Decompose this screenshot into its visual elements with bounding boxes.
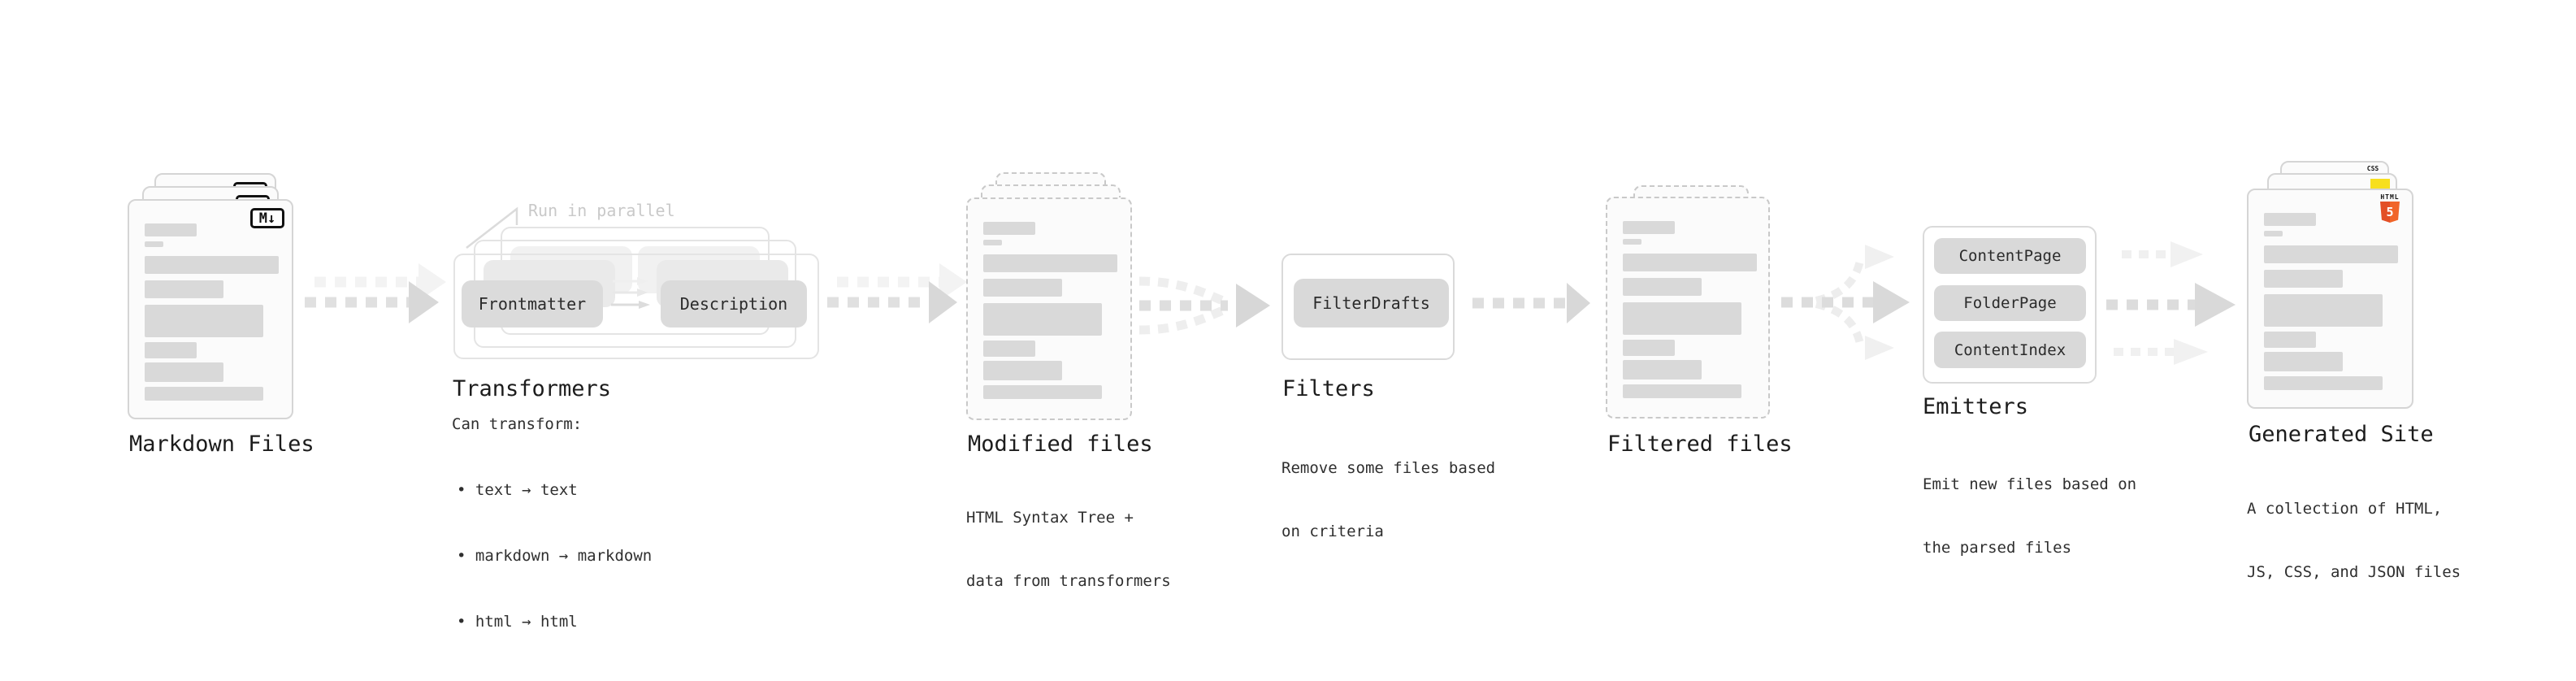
bullet-item: • text → text [457,481,578,499]
skeleton-bar [983,385,1102,399]
bullet-item: • markdown → markdown [457,547,653,565]
skeleton-bar [2264,376,2383,390]
skeleton-bar [1623,278,1702,296]
markdown-icon: M↓ [250,208,284,228]
skeleton-bar [2264,332,2316,348]
emitters-label: Emitters [1923,394,2029,419]
js-icon [2370,179,2390,189]
transformers-note-title: Can transform: [452,415,583,433]
markdown-file-card-front: M↓ [128,199,293,419]
markdown-files-label: Markdown Files [129,432,314,457]
contentindex-emitter: ContentIndex [1934,332,2086,368]
arrow-markdown-to-transformers [305,263,446,323]
contentpage-emitter: ContentPage [1934,238,2086,274]
emitters-note: Emit new files based on the parsed files [1923,475,2137,557]
arrow-filtered-to-emitters [1781,245,1910,360]
modified-file-card-front [966,197,1132,420]
skeleton-bar [2264,245,2398,263]
skeleton-bar [145,387,263,401]
skeleton-bar [1623,340,1675,356]
bullet-item: • html → html [457,613,578,631]
skeleton-bar [2264,294,2383,327]
filters-label: Filters [1282,376,1375,401]
arrow-transformers-to-modified [827,263,967,323]
skeleton-bar [983,361,1062,380]
generated-site-label: Generated Site [2249,422,2434,447]
skeleton-bar [983,279,1062,297]
skeleton-bar [2264,270,2343,288]
generated-file-card-front: HTML 5 [2247,189,2413,409]
skeleton-bar [1623,302,1741,335]
transformer-box-front [453,254,819,359]
html5-icon: HTML 5 [2379,193,2401,223]
skeleton-bar [145,362,223,382]
skeleton-bar [145,305,263,337]
skeleton-bar [1623,360,1702,380]
skeleton-bar [2264,213,2316,226]
skeleton-bar [983,240,1002,245]
skeleton-bar [145,280,223,298]
annotation-leader-line [466,206,518,249]
arrow-filters-to-filtered [1472,283,1590,323]
filtered-files-label: Filtered files [1607,432,1793,457]
filtered-file-card-front [1606,197,1770,419]
skeleton-bar [983,340,1035,357]
skeleton-bar [983,303,1102,336]
skeleton-bar [145,223,197,236]
skeleton-bar [1623,254,1757,271]
transformers-label: Transformers [453,376,612,401]
modified-files-label: Modified files [968,432,1153,457]
transformers-bullet-list: • text → text • markdown → markdown • ht… [457,436,652,677]
skeleton-bar [145,241,163,247]
filters-note: Remove some files based on criteria [1281,459,1496,540]
arrow-modified-to-filters [1138,276,1270,335]
run-in-parallel-annotation: Run in parallel [528,201,675,220]
folderpage-emitter: FolderPage [1934,285,2086,321]
skeleton-bar [1623,221,1675,234]
filterdrafts-filter: FilterDrafts [1294,279,1449,327]
skeleton-bar [145,342,197,358]
skeleton-bar [983,222,1035,235]
skeleton-bar [2264,352,2343,371]
skeleton-bar [1623,384,1741,398]
frontmatter-transformer: Frontmatter [462,280,603,327]
skeleton-bar [145,256,279,274]
skeleton-bar [2264,231,2283,236]
skeleton-bar [983,254,1117,272]
description-transformer: Description [661,280,807,327]
generated-site-note: A collection of HTML, JS, CSS, and JSON … [2247,500,2461,581]
skeleton-bar [1623,239,1641,245]
modified-files-note: HTML Syntax Tree + data from transformer… [966,509,1171,590]
parallel-flow-arrows [611,277,650,309]
arrow-emitters-to-generated [2106,241,2236,365]
